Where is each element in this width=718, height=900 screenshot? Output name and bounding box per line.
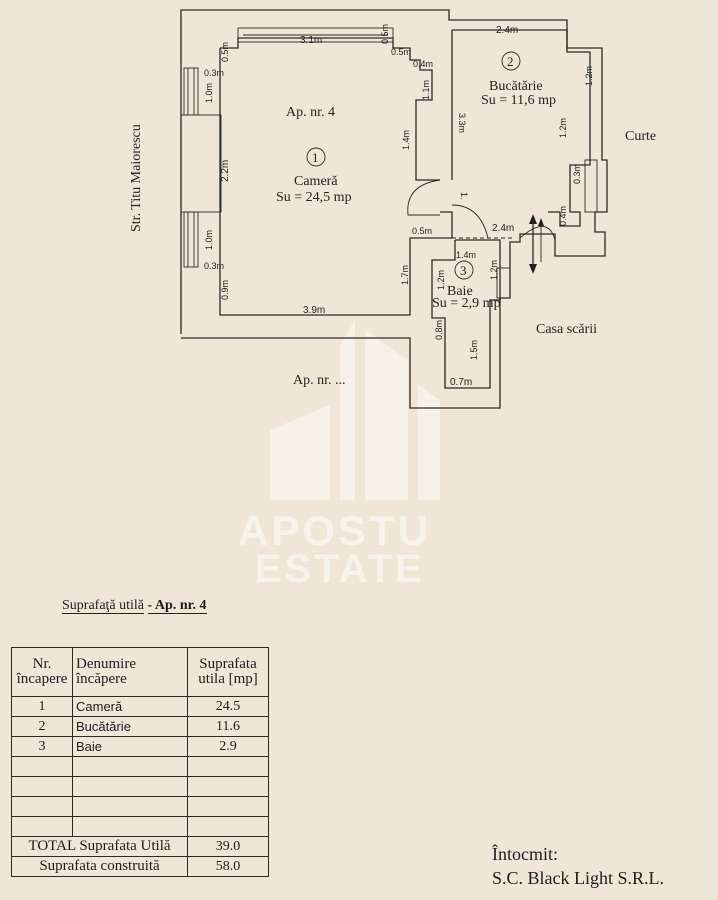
dim-label: 0.5m xyxy=(220,42,230,62)
outer-wall xyxy=(180,9,608,409)
row-name xyxy=(72,816,188,837)
dim-label: 1.2m xyxy=(436,270,446,290)
row-area: 2.9 xyxy=(187,736,269,757)
room-1-walls xyxy=(219,48,453,316)
row-name: Cameră xyxy=(72,696,188,717)
dim-label: 1.0m xyxy=(204,230,214,250)
room-3-number: 3 xyxy=(460,263,467,278)
table-row xyxy=(11,776,269,797)
dim-label: 0.5m xyxy=(380,24,390,44)
row-area xyxy=(187,816,269,837)
row-area: 24.5 xyxy=(187,696,269,717)
row-nr xyxy=(11,776,73,797)
dim-label: 2.4m xyxy=(496,25,518,36)
yard-label: Curte xyxy=(625,129,656,144)
row-area xyxy=(187,776,269,797)
dim-label: 0.3m xyxy=(204,68,224,78)
dim-label: 0.7m xyxy=(450,377,472,388)
other-apartment-label: Ap. nr. ... xyxy=(293,373,346,388)
built-row: Suprafata construită 58.0 xyxy=(11,856,269,877)
table-row: 1 Cameră 24.5 xyxy=(11,696,269,717)
summary-title-apartment: - Ap. nr. 4 xyxy=(147,598,207,614)
summary-title-prefix: Suprafaţă utilă xyxy=(62,598,145,614)
built-label: Suprafata construită xyxy=(11,856,188,877)
dim-label: 1.2m xyxy=(558,118,568,138)
room-3-walls xyxy=(431,239,501,389)
prepared-by-company: S.C. Black Light S.R.L. xyxy=(492,868,665,888)
watermark-logo: APOSTU ESTATE xyxy=(238,320,440,591)
dim-label: 0.3m xyxy=(204,261,224,271)
prepared-by-label: Întocmit: xyxy=(492,844,558,864)
row-name xyxy=(72,776,188,797)
dim-label: 0.9m xyxy=(220,280,230,300)
area-table: Nr. încapere Denumire încăpere Suprafata… xyxy=(11,647,269,877)
row-nr: 2 xyxy=(11,716,73,737)
dim-label: 0.4m xyxy=(558,206,568,226)
row-name: Bucătărie xyxy=(72,716,188,737)
row-nr xyxy=(11,756,73,777)
row-name: Baie xyxy=(72,736,188,757)
dim-label: 3.9m xyxy=(303,305,325,316)
dim-label: 0.5m xyxy=(391,47,411,57)
row-name xyxy=(72,756,188,777)
table-row xyxy=(11,756,269,777)
row-area xyxy=(187,796,269,817)
table-row: 3 Baie 2.9 xyxy=(11,736,269,757)
dim-label: 1.1m xyxy=(421,80,431,100)
table-row: 2 Bucătărie 11.6 xyxy=(11,716,269,737)
dim-label: 1.2m xyxy=(489,260,499,280)
table-header-row: Nr. încapere Denumire încăpere Suprafata… xyxy=(11,647,269,697)
dim-label: 1.0m xyxy=(204,83,214,103)
room-1-number: 1 xyxy=(312,150,319,165)
total-label: TOTAL Suprafata Utilă xyxy=(11,836,188,857)
dimension-labels: 3.1m 0.5m 0.5m 0.5m 0.4m 1.1m 1.4m 0.5m … xyxy=(204,24,594,388)
dim-label: 1.5m xyxy=(469,340,479,360)
floor-plan: APOSTU ESTATE 1 2 3 Ap. nr. 4 Cameră Su … xyxy=(129,9,656,591)
header-area: Suprafata utila [mp] xyxy=(187,647,269,697)
room-3-area: Su = 2,9 mp xyxy=(432,296,501,311)
dim-label: 0.5m xyxy=(412,226,432,236)
table-row xyxy=(11,796,269,817)
dim-label: 0.8m xyxy=(434,320,444,340)
dim-label: 0.4m xyxy=(413,59,433,69)
room-1-name: Cameră xyxy=(294,174,338,189)
watermark-text-2: ESTATE xyxy=(255,547,425,591)
dim-label: 1.2m xyxy=(584,66,594,86)
row-nr xyxy=(11,816,73,837)
row-nr: 1 xyxy=(11,696,73,717)
table-row xyxy=(11,816,269,837)
apartment-label: Ap. nr. 4 xyxy=(286,105,335,120)
row-nr xyxy=(11,796,73,817)
dim-label: 1. xyxy=(459,192,469,200)
dim-label: 2.2m xyxy=(220,160,231,182)
dim-label: 3.1m xyxy=(300,35,322,46)
watermark-text-1: APOSTU xyxy=(238,507,431,554)
row-area: 11.6 xyxy=(187,716,269,737)
room-2-walls xyxy=(452,29,591,227)
street-label: Str. Titu Maiorescu xyxy=(129,124,144,232)
dim-label: 1.4m xyxy=(401,130,411,150)
room-2-name: Bucătărie xyxy=(489,79,543,94)
room-3-name: Baie xyxy=(447,284,473,299)
prepared-by: Întocmit: S.C. Black Light S.R.L. xyxy=(492,842,664,890)
stairwell-label: Casa scării xyxy=(536,322,597,337)
total-value: 39.0 xyxy=(187,836,269,857)
built-value: 58.0 xyxy=(187,856,269,877)
dim-label: 2.4m xyxy=(492,223,514,234)
header-name: Denumire încăpere xyxy=(72,647,188,697)
room-1-area: Su = 24,5 mp xyxy=(276,190,352,205)
dim-label: 0.3m xyxy=(572,164,582,184)
room-2-area: Su = 11,6 mp xyxy=(481,93,556,108)
row-nr: 3 xyxy=(11,736,73,757)
total-row: TOTAL Suprafata Utilă 39.0 xyxy=(11,836,269,857)
summary-title: Suprafaţă utilă - Ap. nr. 4 xyxy=(62,598,207,614)
row-area xyxy=(187,756,269,777)
dim-label: 1.4m xyxy=(456,250,476,260)
row-name xyxy=(72,796,188,817)
header-nr: Nr. încapere xyxy=(11,647,73,697)
dim-label: 1.7m xyxy=(400,265,410,285)
room-2-number: 2 xyxy=(507,54,514,69)
dim-label: 3.3m xyxy=(457,113,467,133)
